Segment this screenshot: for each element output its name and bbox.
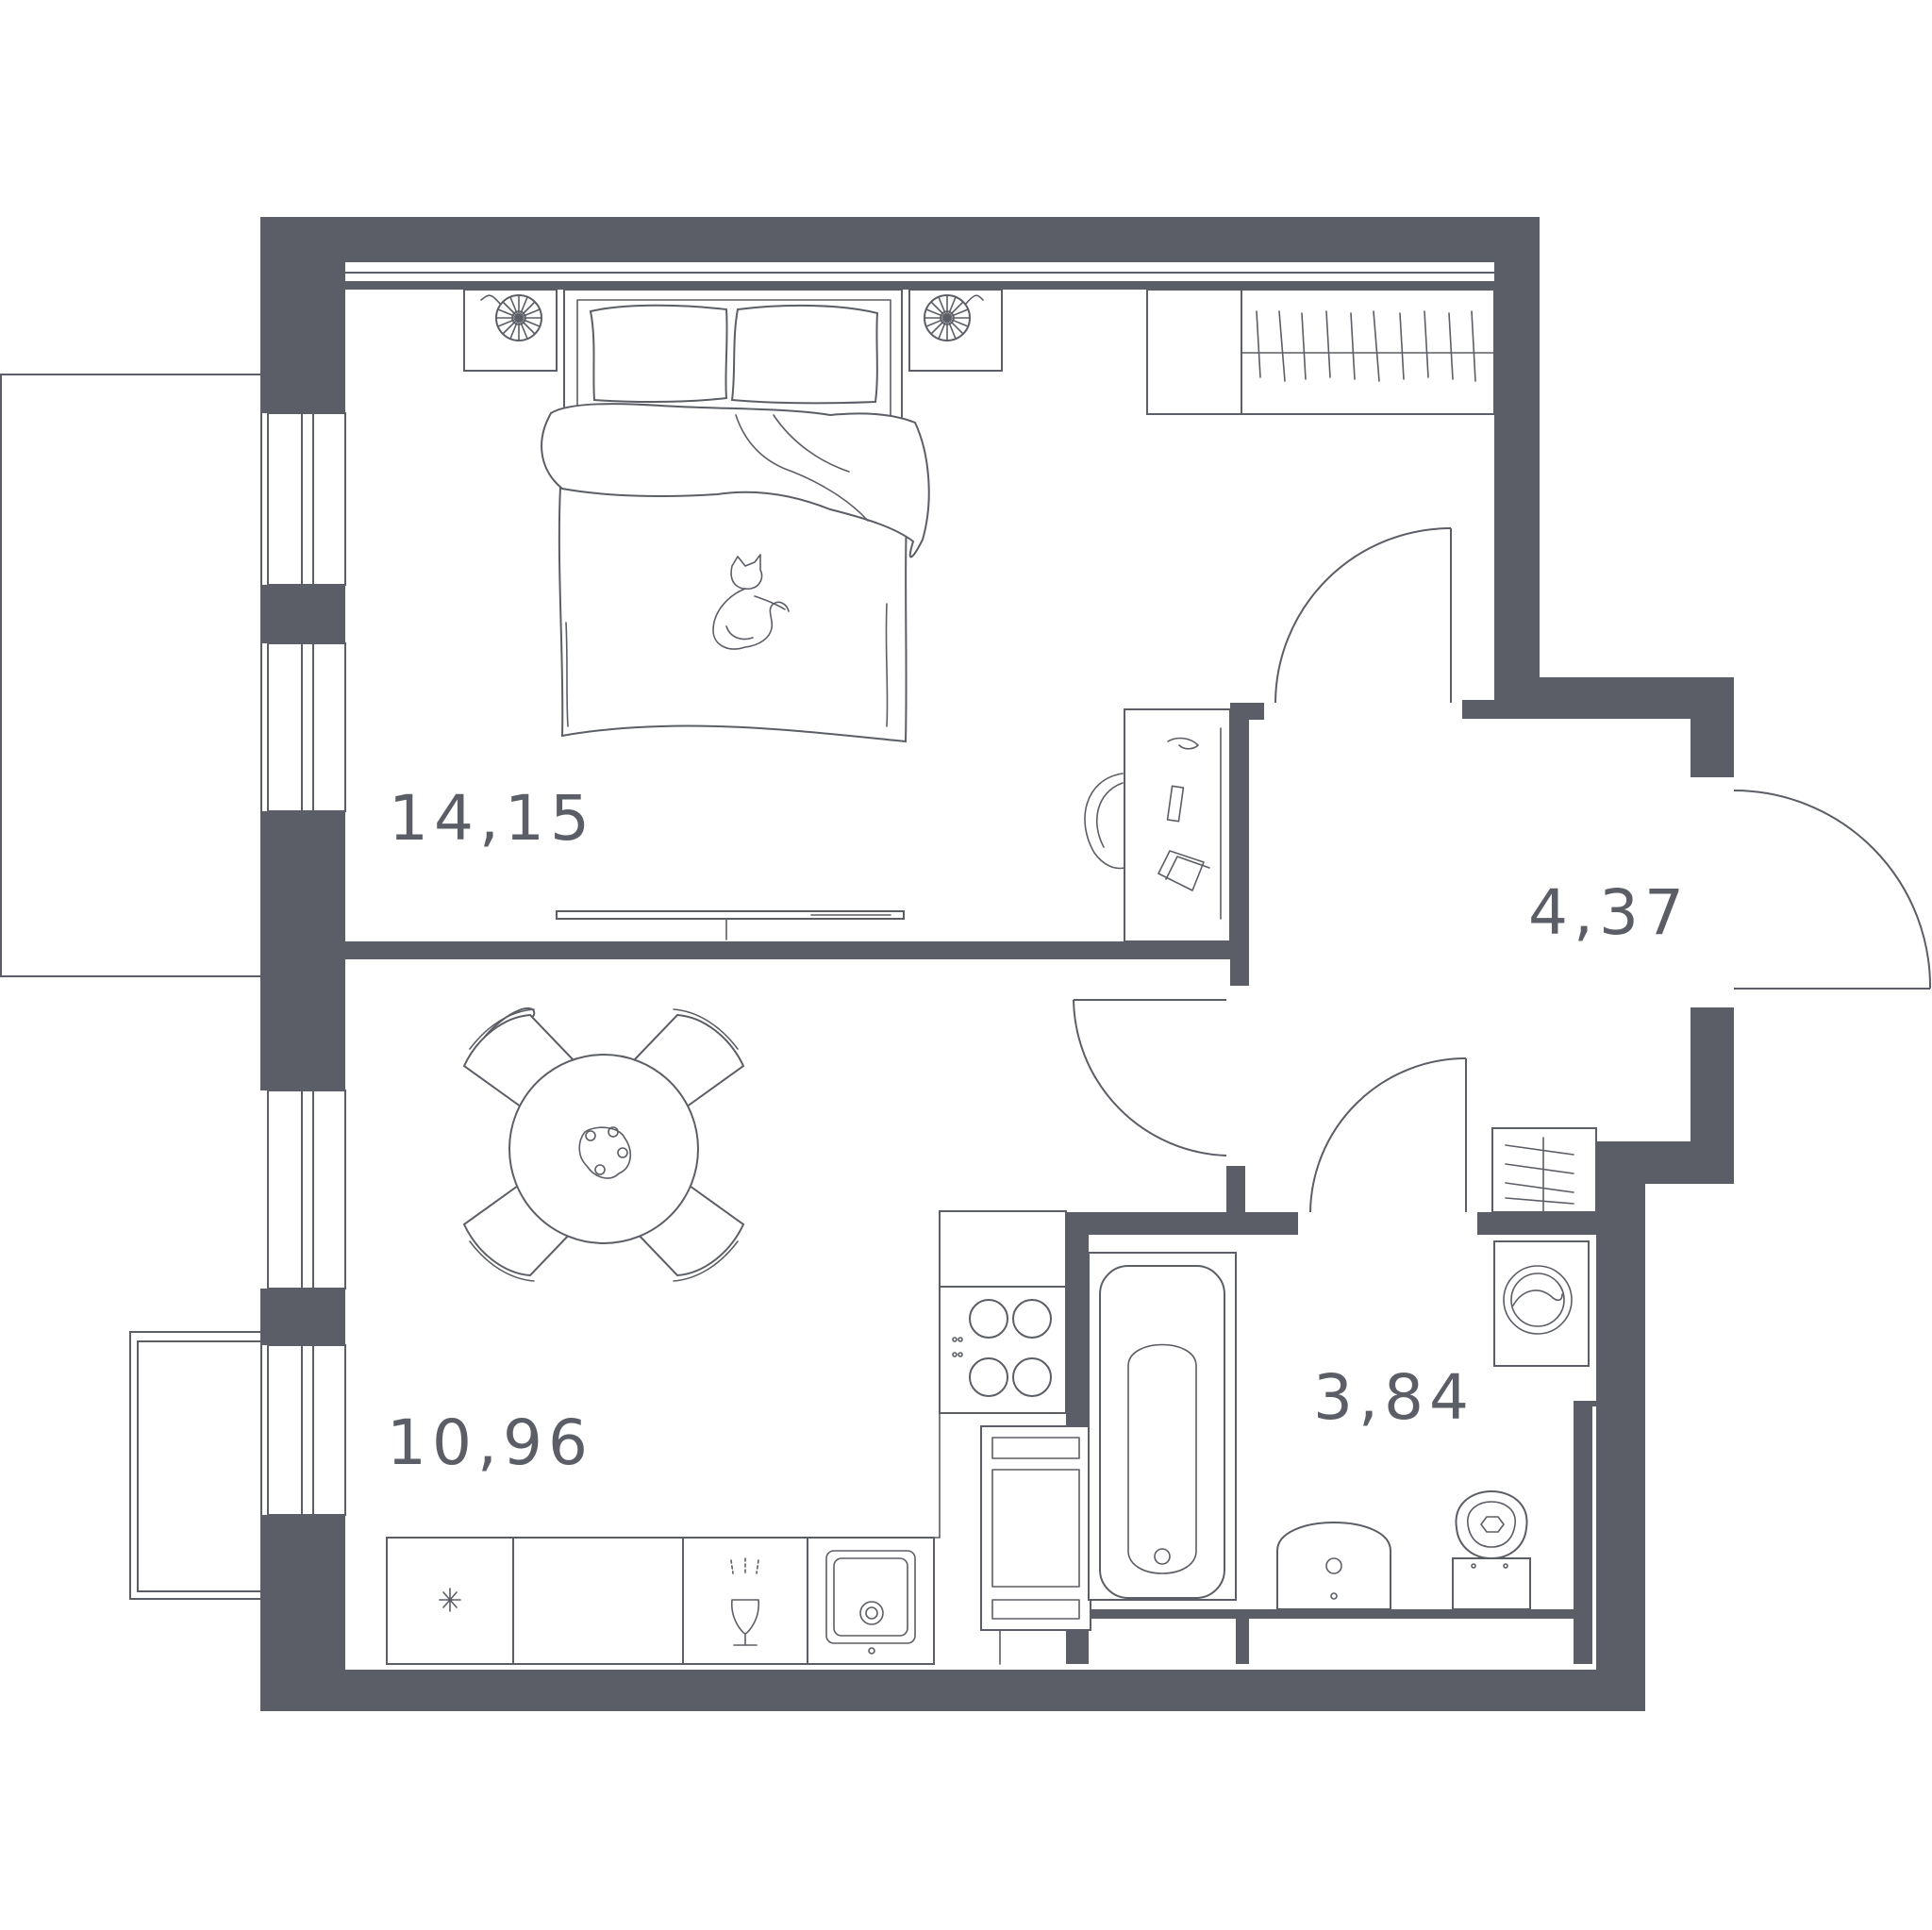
cat-icon — [712, 554, 790, 650]
door-icon — [1073, 999, 1227, 1156]
exterior-walls — [260, 217, 1734, 1711]
desk-icon — [1124, 708, 1231, 942]
toilet-icon — [1452, 1490, 1531, 1610]
balcony-lower-icon — [129, 1331, 262, 1600]
nightstand-lamp-icon — [463, 289, 558, 372]
wardrobe-icon — [1146, 289, 1495, 415]
nightstand-lamp-icon — [908, 289, 1003, 372]
door-icon — [1733, 790, 1932, 990]
interior-walls — [345, 703, 1598, 1664]
kitchen-area-label: 10,96 — [387, 1406, 593, 1479]
window-icon — [267, 1090, 346, 1289]
fridge-icon — [980, 1425, 1091, 1665]
door-icon — [1309, 1057, 1467, 1213]
tv-icon — [556, 910, 905, 940]
bathtub-icon — [1088, 1252, 1237, 1601]
door-icon — [1274, 527, 1452, 704]
bed-icon — [541, 289, 930, 743]
bedroom-area-label: 14,15 — [389, 782, 595, 855]
window-icon — [267, 412, 346, 586]
stove-icon — [939, 1210, 1067, 1414]
chair-icon — [1084, 773, 1125, 870]
window-icon — [267, 1344, 346, 1516]
dining-table-icon — [508, 1054, 699, 1244]
washing-machine-icon — [1493, 1240, 1590, 1367]
kitchen-counter — [386, 1537, 808, 1665]
balcony-left-icon — [0, 374, 262, 977]
sink-icon — [807, 1537, 935, 1665]
hall-area-label: 4,37 — [1528, 876, 1690, 949]
bathroom-area-label: 3,84 — [1313, 1361, 1474, 1434]
window-icon — [267, 642, 346, 812]
storage-cabinet — [1491, 1127, 1597, 1213]
washbasin-icon — [1276, 1522, 1391, 1610]
